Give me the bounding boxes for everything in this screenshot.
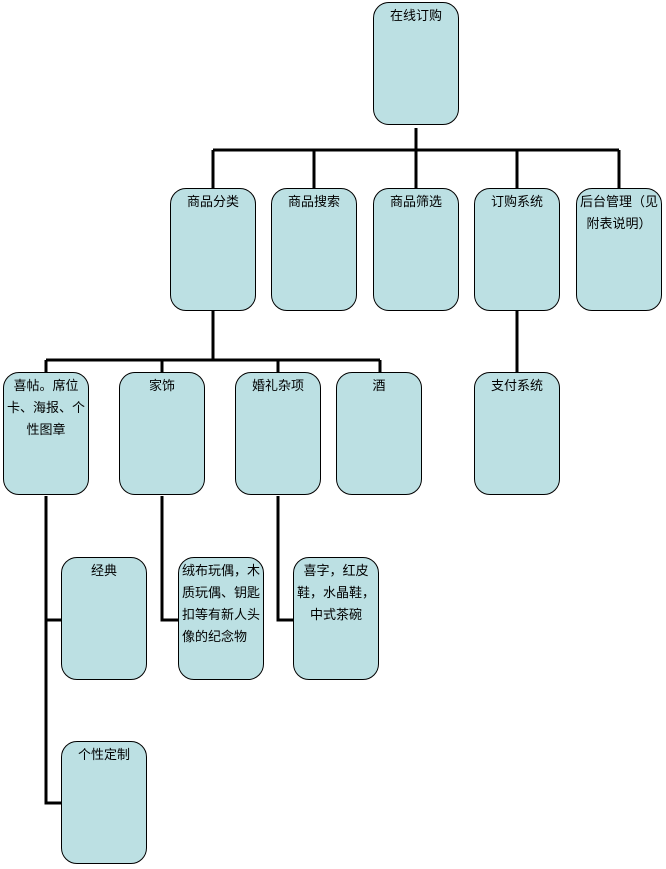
node-wine: 酒 xyxy=(336,372,422,495)
node-product-search: 商品搜索 xyxy=(271,188,357,311)
node-wedding-items: 喜字，红皮鞋，水晶鞋，中式茶碗 xyxy=(293,557,379,680)
node-online-ordering: 在线订购 xyxy=(373,2,459,125)
node-home-decor: 家饰 xyxy=(119,372,205,495)
node-backend-management: 后台管理（见附表说明） xyxy=(576,188,662,311)
node-custom: 个性定制 xyxy=(61,741,147,864)
node-payment-system: 支付系统 xyxy=(474,372,560,495)
node-order-system: 订购系统 xyxy=(474,188,560,311)
node-wedding-misc: 婚礼杂项 xyxy=(235,372,321,495)
node-product-category: 商品分类 xyxy=(170,188,256,311)
node-classic: 经典 xyxy=(61,557,147,680)
node-invitations: 喜帖。席位卡、海报、个性图章 xyxy=(3,372,89,495)
node-keepsakes: 绒布玩偶，木质玩偶、钥匙扣等有新人头像的纪念物 xyxy=(178,557,264,680)
node-product-filter: 商品筛选 xyxy=(373,188,459,311)
